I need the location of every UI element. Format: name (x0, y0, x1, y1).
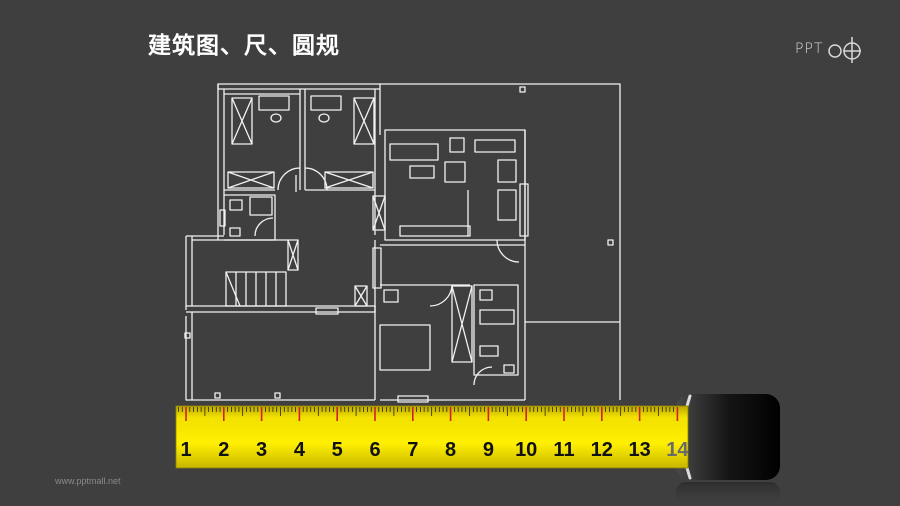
tape-number: 2 (218, 439, 229, 461)
tape-number: 9 (483, 439, 494, 461)
compass-icon (828, 37, 862, 63)
tape-number: 12 (591, 439, 613, 461)
tape-number: 5 (332, 439, 343, 461)
tape-number: 4 (294, 439, 306, 461)
tape-number: 1 (180, 439, 191, 461)
tape-case (676, 394, 780, 480)
tape-number: 8 (445, 439, 456, 461)
page-title: 建筑图、尺、圆规 (148, 33, 340, 59)
tape-number: 3 (256, 439, 267, 461)
site-watermark: www.pptmall.net (55, 476, 121, 486)
brand-logo: PPT (795, 34, 863, 64)
tape-number: 11 (553, 439, 574, 461)
tape-number: 13 (628, 439, 650, 461)
tape-number: 7 (407, 439, 418, 461)
tape-number: 10 (515, 439, 537, 461)
tape-number: 14 (666, 439, 689, 461)
tape-number: 6 (369, 439, 380, 461)
logo-text: PPT (795, 41, 824, 57)
